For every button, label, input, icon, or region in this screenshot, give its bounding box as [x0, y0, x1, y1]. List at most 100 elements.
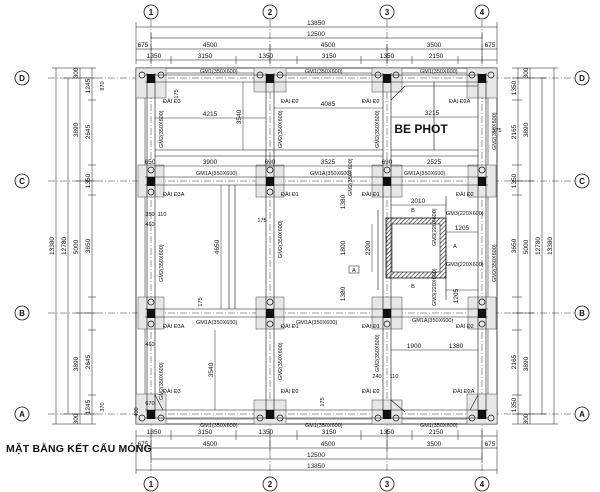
inner-dimension-lines — [155, 82, 478, 410]
svg-text:1350: 1350 — [511, 397, 518, 412]
svg-text:175: 175 — [198, 297, 204, 306]
svg-text:1245: 1245 — [85, 399, 92, 414]
beam-label: GM1A(350X600) — [296, 320, 337, 326]
axis-bubble-B-right: B — [574, 305, 590, 321]
left-dimension-chains — [52, 67, 96, 425]
beam-label: GM2(350X600) — [492, 244, 498, 282]
axis-bubbles: 1 2 3 4 1 2 3 4 D C B A D C B A — [14, 4, 590, 492]
beam-label: GM2(350X600) — [375, 110, 381, 148]
svg-text:300: 300 — [523, 413, 530, 424]
svg-text:3150: 3150 — [322, 53, 337, 60]
svg-text:3540: 3540 — [236, 109, 243, 124]
svg-text:4500: 4500 — [203, 42, 218, 49]
footing-label: ĐÀI Đ1 — [281, 191, 299, 198]
bottom-overall-dim: 13850 — [307, 463, 325, 470]
svg-text:1380: 1380 — [340, 286, 347, 301]
beam-label: GM2(350X600) — [348, 158, 354, 196]
axis-bubble-2-top: 2 — [262, 4, 278, 20]
top-dimension-texts: 13850 12500 675 4500 4500 3500 675 1350 … — [138, 20, 496, 60]
svg-text:2: 2 — [268, 480, 273, 489]
beam-labels: GM1(350X600) GM1(350X600) GM1(350X600) G… — [159, 69, 498, 429]
axis-bubble-C-left: C — [14, 173, 30, 189]
svg-text:1350: 1350 — [511, 80, 518, 95]
svg-text:350: 350 — [145, 212, 154, 218]
svg-text:3: 3 — [385, 480, 390, 489]
beam-label: GM1A(350X600) — [412, 318, 453, 324]
svg-text:4500: 4500 — [321, 42, 336, 49]
svg-text:2150: 2150 — [429, 53, 444, 60]
footing-label: ĐÀI Đ2A — [449, 98, 471, 105]
svg-text:1245: 1245 — [85, 78, 92, 93]
svg-text:3890: 3890 — [73, 122, 80, 137]
footing-label: ĐÀI Đ2 — [362, 388, 380, 395]
svg-text:D: D — [579, 74, 585, 83]
footing-label: ĐÀI Đ3A — [163, 323, 185, 330]
beam-label: GM1(350X600) — [420, 423, 458, 429]
left-dimension-texts: 13380 12780 300 3890 5000 3890 300 1245 … — [49, 67, 92, 424]
svg-text:175: 175 — [320, 397, 326, 406]
svg-text:2645: 2645 — [85, 354, 92, 369]
svg-text:460: 460 — [145, 342, 154, 348]
footing-label: ĐÀI Đ1 — [362, 191, 380, 198]
svg-text:3500: 3500 — [427, 441, 442, 448]
svg-text:3150: 3150 — [198, 53, 213, 60]
footing-label: ĐÀI Đ3 — [163, 388, 181, 395]
footing-label: ĐÀI Đ2 — [281, 388, 299, 395]
pile-markers — [138, 71, 495, 422]
axis-bubble-D-left: D — [14, 70, 30, 86]
svg-text:5000: 5000 — [73, 239, 80, 254]
svg-text:1380: 1380 — [449, 343, 464, 350]
axis-bubble-3-top: 3 — [379, 4, 395, 20]
svg-text:4500: 4500 — [203, 441, 218, 448]
right-dimension-chains — [512, 67, 558, 425]
svg-text:300: 300 — [73, 67, 80, 78]
svg-text:3650: 3650 — [511, 238, 518, 253]
svg-text:3890: 3890 — [523, 122, 530, 137]
be-phot-label: BE PHOT — [394, 122, 448, 136]
svg-text:670: 670 — [145, 401, 154, 407]
svg-text:3500: 3500 — [427, 42, 442, 49]
svg-text:3650: 3650 — [85, 238, 92, 253]
beam-label: GM3(220X600) — [446, 262, 484, 268]
svg-text:4500: 4500 — [321, 441, 336, 448]
beam-label: GM1(350X600) — [200, 423, 238, 429]
axis-bubble-B-left: B — [14, 305, 30, 321]
axis-bubble-A-right: A — [574, 406, 590, 422]
svg-text:3: 3 — [385, 8, 390, 17]
footing-label: ĐÀI Đ2A — [453, 388, 475, 395]
corner-chamfers — [154, 85, 479, 413]
svg-text:1350: 1350 — [147, 53, 162, 60]
svg-text:B: B — [579, 309, 585, 318]
svg-text:4215: 4215 — [203, 111, 218, 118]
svg-text:370: 370 — [100, 402, 106, 411]
svg-text:3900: 3900 — [203, 159, 218, 166]
svg-text:2: 2 — [268, 8, 273, 17]
svg-text:1350: 1350 — [259, 429, 274, 436]
inner-dimension-texts: 4215 4085 3215 3540 3900 3525 2525 650 6… — [100, 81, 502, 416]
footing-labels: ĐÀI Đ3 ĐÀI Đ2 ĐÀI Đ2 ĐÀI Đ2A ĐÀI Đ3A ĐÀI… — [163, 98, 475, 395]
svg-text:110: 110 — [390, 374, 399, 380]
beam-label: GM1(350X600) — [305, 69, 343, 75]
svg-text:1205: 1205 — [453, 288, 460, 303]
svg-text:4085: 4085 — [321, 101, 336, 108]
svg-text:675: 675 — [485, 42, 496, 49]
right-dimension-texts: 1350 2165 1350 3650 2165 1350 300 3890 5… — [511, 67, 554, 424]
svg-text:2165: 2165 — [511, 354, 518, 369]
footing-label: ĐÀI Đ1 — [281, 323, 299, 330]
svg-text:690: 690 — [265, 159, 276, 166]
foundation-beams — [145, 73, 488, 419]
svg-text:2010: 2010 — [411, 198, 426, 205]
axis-bubble-A-left: A — [14, 406, 30, 422]
svg-text:B: B — [19, 309, 25, 318]
svg-text:3890: 3890 — [523, 356, 530, 371]
footing-label: ĐÀI Đ2 — [362, 98, 380, 105]
svg-text:3890: 3890 — [73, 356, 80, 371]
svg-text:A: A — [19, 410, 25, 419]
beam-label: GM2(350X600) — [159, 362, 165, 400]
svg-text:C: C — [579, 177, 585, 186]
beam-label: GM2(350X600) — [278, 342, 284, 380]
svg-text:240: 240 — [372, 374, 381, 380]
svg-text:3525: 3525 — [321, 159, 336, 166]
svg-text:1800: 1800 — [340, 240, 347, 255]
